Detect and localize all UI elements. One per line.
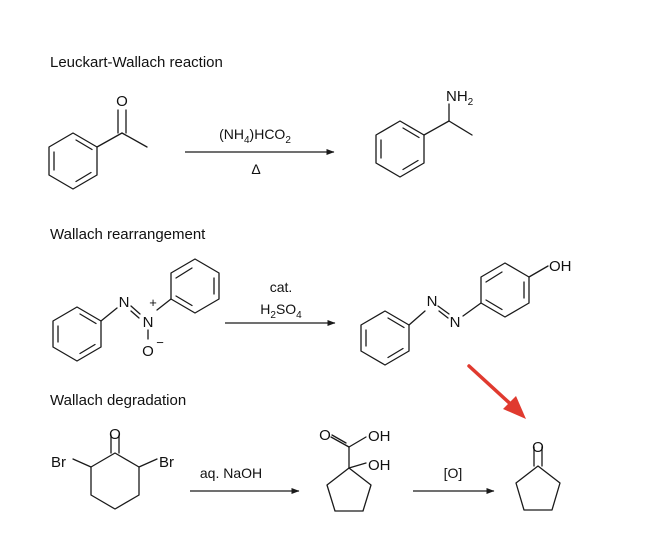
amine-group-label: NH2 xyxy=(446,88,474,108)
cyclopentanone-oxygen-label: O xyxy=(532,439,544,456)
sulfuric-acid-label: H2SO4 xyxy=(260,301,302,321)
azo-nitrogen-1-label: N xyxy=(427,293,438,310)
azoxy-nitrogen-2-label: N xyxy=(143,314,154,331)
nitrogen-positive-charge: + xyxy=(149,295,157,310)
leuckart-reagent-arrow: (NH4)HCO2 Δ xyxy=(185,126,335,177)
cyclopentanone-structure: O xyxy=(515,439,561,511)
bromine-right-label: Br xyxy=(159,454,174,471)
azo-nitrogen-2-label: N xyxy=(450,314,461,331)
leuckart-wallach-section: Leuckart-Wallach reaction O (NH4)HCO2 Δ xyxy=(48,54,474,190)
oxidant-label: [O] xyxy=(444,465,463,481)
rearrangement-reagent-arrow: cat. H2SO4 xyxy=(225,279,336,326)
degradation-reagent-arrow: aq. NaOH xyxy=(190,465,300,494)
dibromocyclohexanone-structure: O Br Br xyxy=(51,426,174,510)
azoxybenzene-structure: N N + O − xyxy=(52,258,220,362)
dibromo-ketone-oxygen-label: O xyxy=(109,426,121,443)
ketone-oxygen-label: O xyxy=(116,93,128,110)
highlight-arrow xyxy=(467,364,526,419)
section-title-rearrangement: Wallach rearrangement xyxy=(50,226,206,243)
section-title-leuckart: Leuckart-Wallach reaction xyxy=(50,54,223,71)
phenylethylamine-structure: NH2 xyxy=(375,88,474,178)
oxygen-negative-charge: − xyxy=(156,335,164,350)
bromine-left-label: Br xyxy=(51,454,66,471)
oxidation-arrow: [O] xyxy=(413,465,495,494)
reagent-ammonium-formate: (NH4)HCO2 xyxy=(219,126,291,146)
acetophenone-structure: O xyxy=(48,93,148,190)
acid-hydroxyl-label: OH xyxy=(368,428,391,445)
catalyst-label: cat. xyxy=(270,279,293,295)
condition-heat-symbol: Δ xyxy=(251,161,260,177)
acid-carbonyl-oxygen-label: O xyxy=(319,427,331,444)
oxide-oxygen-label: O xyxy=(142,343,154,360)
wallach-rearrangement-section: Wallach rearrangement N N + O − xyxy=(50,226,572,366)
sodium-hydroxide-label: aq. NaOH xyxy=(200,465,262,481)
wallach-degradation-section: Wallach degradation O Br Br aq. NaOH O O… xyxy=(50,392,561,512)
hydroxy-acid-structure: O OH OH xyxy=(319,427,391,512)
section-title-degradation: Wallach degradation xyxy=(50,392,186,409)
alcohol-hydroxyl-label: OH xyxy=(368,457,391,474)
hydroxyl-group-label: OH xyxy=(549,258,572,275)
hydroxyazobenzene-structure: N N OH xyxy=(360,258,572,366)
azoxy-nitrogen-1-label: N xyxy=(119,294,130,311)
